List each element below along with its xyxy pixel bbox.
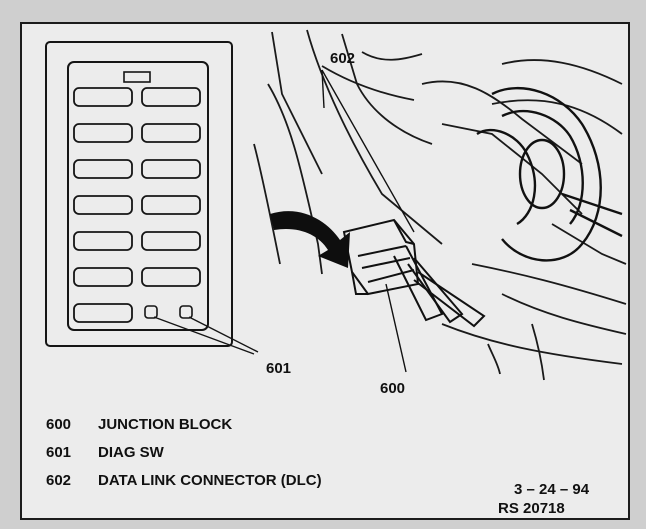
- leader-lines: [321, 69, 415, 373]
- callout-602: 602: [330, 50, 356, 67]
- diag-switch-terminals: [144, 305, 193, 319]
- legend-label: DIAG SW: [98, 444, 164, 461]
- legend: 600 JUNCTION BLOCK 601 DIAG SW 602 DATA …: [46, 416, 322, 500]
- dashboard-structure: [253, 29, 627, 381]
- legend-code: 601: [46, 444, 72, 461]
- callout-601: 601: [266, 360, 292, 377]
- figure-date: 3 – 24 – 94: [514, 481, 590, 498]
- legend-row: 601 DIAG SW: [46, 444, 322, 472]
- fuse-slots: [73, 87, 201, 323]
- steering-column: [476, 86, 623, 262]
- figure-ref: RS 20718: [498, 500, 565, 517]
- data-link-connector: [342, 218, 486, 328]
- callout-600: 600: [380, 380, 406, 397]
- legend-row: 602 DATA LINK CONNECTOR (DLC): [46, 472, 322, 500]
- legend-label: JUNCTION BLOCK: [98, 416, 233, 433]
- legend-label: DATA LINK CONNECTOR (DLC): [98, 472, 322, 489]
- junction-block: [45, 41, 259, 355]
- figure-panel: 602 601 600 600 JUNCTION BLOCK 601 DIAG …: [20, 22, 630, 520]
- wiring-illustration: [45, 29, 627, 381]
- pointer-arrow: [270, 211, 350, 268]
- legend-code: 602: [46, 472, 72, 489]
- legend-code: 600: [46, 416, 72, 433]
- legend-row: 600 JUNCTION BLOCK: [46, 416, 322, 444]
- figure-stamp: 3 – 24 – 94 RS 20718: [498, 480, 589, 518]
